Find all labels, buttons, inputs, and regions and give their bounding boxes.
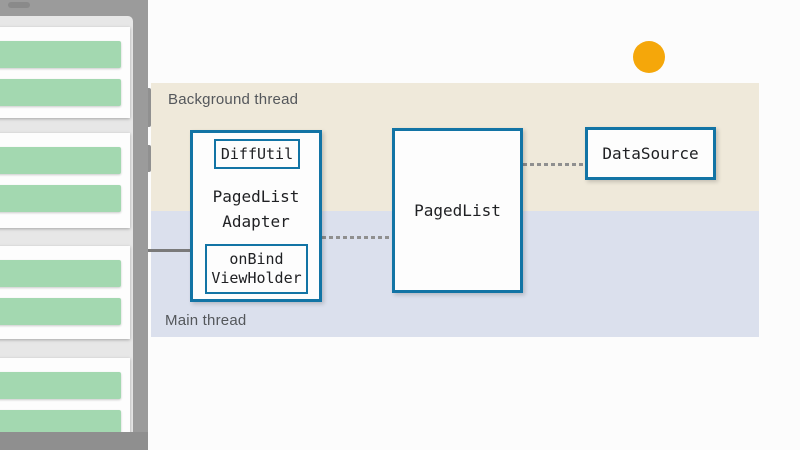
list-item-card (0, 133, 130, 228)
list-item-placeholder-bar (0, 147, 121, 174)
phone-bottom-bezel (0, 432, 148, 450)
connector-phone-to-adapter (146, 249, 191, 252)
diffutil-label: DiffUtil (220, 145, 294, 163)
datasource-label: DataSource (602, 144, 699, 163)
connector-pagedlist-to-datasource (523, 163, 585, 166)
list-item-placeholder-bar (0, 185, 121, 212)
connector-adapter-to-pagedlist (322, 236, 392, 239)
phone-side-button (148, 88, 151, 127)
list-item-placeholder-bar (0, 298, 121, 325)
main-thread-label: Main thread (165, 312, 247, 329)
list-item-placeholder-bar (0, 410, 121, 432)
background-thread-label: Background thread (168, 91, 299, 108)
datasource-box: DataSource (585, 127, 716, 180)
list-item-card (0, 27, 130, 118)
list-item-card (0, 358, 130, 432)
phone-speaker-icon (8, 2, 30, 8)
pagedlistadapter-title-line1: PagedList (212, 187, 300, 206)
list-item-card (0, 246, 130, 339)
pagedlistadapter-title-line2: Adapter (222, 212, 290, 231)
onbindviewholder-box: onBind ViewHolder (205, 244, 308, 294)
diffutil-box: DiffUtil (214, 139, 300, 169)
pagedlist-label: PagedList (414, 201, 501, 220)
pagedlist-box: PagedList (392, 128, 523, 293)
list-item-placeholder-bar (0, 41, 121, 68)
phone-screen (0, 16, 133, 432)
list-item-placeholder-bar (0, 372, 121, 399)
orange-marker-dot (633, 41, 665, 73)
pagedlistadapter-title: PagedList Adapter (190, 184, 322, 234)
onbind-label-line1: onBind (229, 250, 284, 268)
phone-mockup (0, 0, 148, 450)
list-item-placeholder-bar (0, 79, 121, 106)
phone-side-button (148, 145, 151, 172)
onbind-label-line2: ViewHolder (211, 269, 302, 287)
list-item-placeholder-bar (0, 260, 121, 287)
